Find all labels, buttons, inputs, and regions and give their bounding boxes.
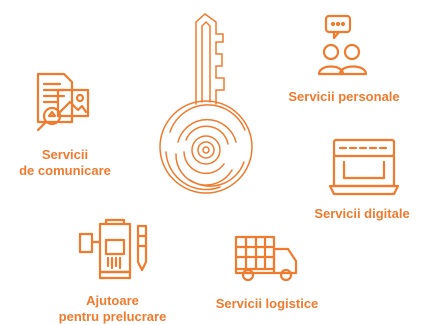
fingerprint-key-icon — [150, 12, 265, 197]
processing-aids-label: Ajutoare pentru prelucrare — [40, 293, 185, 325]
document-search-icon — [34, 72, 92, 134]
communication-line1: Servicii — [41, 147, 89, 162]
digital-services-label: Servicii digitale — [314, 206, 410, 221]
people-chat-icon — [316, 14, 370, 78]
machine-tools-icon — [78, 218, 152, 284]
personal-services-label: Servicii personale — [288, 89, 400, 104]
delivery-truck-icon — [232, 233, 300, 283]
communication-line2: de comunicare — [19, 163, 111, 178]
logistics-services-label: Servicii logistice — [215, 296, 319, 311]
communication-services-label: Servicii de comunicare — [0, 147, 130, 179]
keyboard-tray-icon — [328, 138, 400, 198]
processing-aids-line2: pentru prelucrare — [58, 309, 167, 324]
processing-aids-line1: Ajutoare — [86, 293, 139, 308]
